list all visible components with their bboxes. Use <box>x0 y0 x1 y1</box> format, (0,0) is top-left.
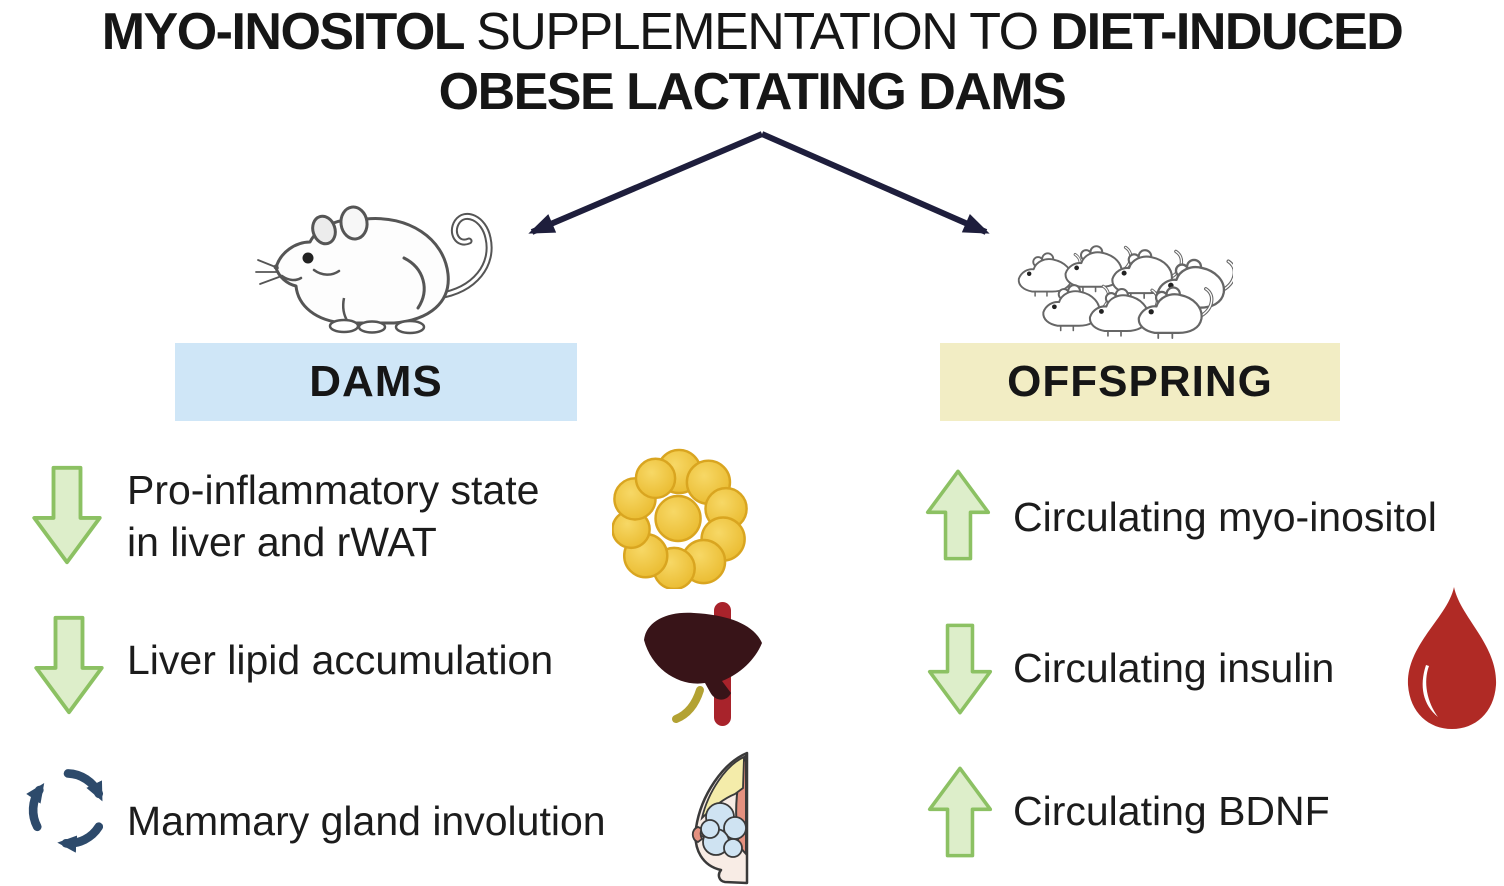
dams-item-1-text: Pro-inflammatory state in liver and rWAT <box>127 467 540 565</box>
offspring-item-3-text: Circulating BDNF <box>1013 788 1330 834</box>
offspring-item-1-text: Circulating myo-inositol <box>1013 494 1437 540</box>
decrease-arrow-icon <box>28 462 106 568</box>
cycle-arrows-icon <box>20 758 116 860</box>
increase-arrow-icon <box>924 763 996 861</box>
blood-drop-icon <box>1402 582 1502 734</box>
adipose-tissue-icon <box>612 447 750 589</box>
offspring-mice-icon <box>1003 240 1233 342</box>
liver-icon <box>638 598 768 730</box>
dams-label: DAMS <box>309 357 443 406</box>
branch-arrows-icon <box>498 124 1022 249</box>
decrease-arrow-icon <box>30 612 108 718</box>
figure-title: MYO-INOSITOL SUPPLEMENTATION TO DIET-IND… <box>0 2 1504 122</box>
offspring-label: OFFSPRING <box>1007 357 1273 406</box>
offspring-label-box: OFFSPRING <box>940 343 1340 421</box>
increase-arrow-icon <box>922 466 994 564</box>
offspring-item-2-text: Circulating insulin <box>1013 645 1335 691</box>
dam-mouse-icon <box>252 188 502 348</box>
figure-title-line1: MYO-INOSITOL SUPPLEMENTATION TO DIET-IND… <box>101 3 1404 61</box>
dams-label-box: DAMS <box>175 343 577 421</box>
dams-item-2-text: Liver lipid accumulation <box>127 637 554 683</box>
dams-item-3-text: Mammary gland involution <box>127 798 606 844</box>
decrease-arrow-icon <box>924 620 996 718</box>
figure-title-line2: OBESE LACTATING DAMS <box>438 63 1067 121</box>
mammary-gland-icon <box>683 750 775 886</box>
